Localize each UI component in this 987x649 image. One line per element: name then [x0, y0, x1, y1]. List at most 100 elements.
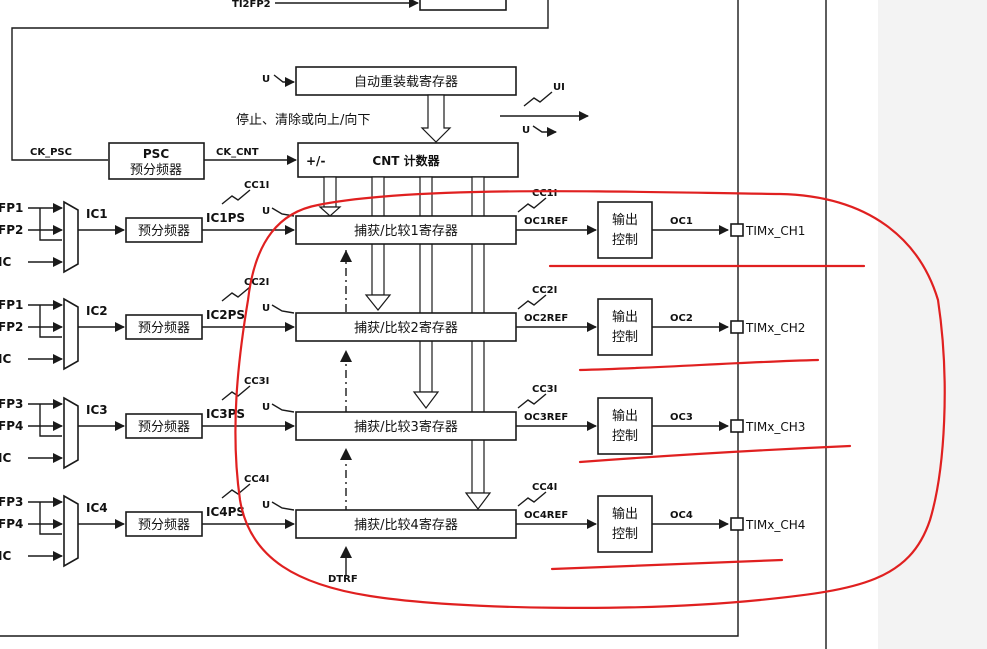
ic-label: IC3	[86, 403, 108, 417]
input-label: IC	[0, 255, 11, 269]
frame-line	[0, 0, 739, 637]
pin-label: TIMx_CH2	[745, 321, 805, 335]
icps-label: IC3PS	[206, 407, 245, 421]
u-arrow	[271, 304, 295, 314]
input-label: IC	[0, 352, 11, 366]
bus-ch4-arrow	[464, 492, 492, 510]
output-control-box	[597, 495, 653, 553]
cci-out-flag	[517, 197, 547, 213]
ocref-label: OC2REF	[524, 313, 568, 324]
input-mux	[63, 396, 79, 470]
ui-label: UI	[553, 82, 565, 93]
icps-label: IC1PS	[206, 211, 245, 225]
ui-u-arrow	[532, 125, 557, 137]
dtrf-label: DTRF	[328, 574, 358, 585]
pin-square	[730, 419, 744, 433]
output-control-label: 控制	[612, 527, 638, 542]
input-label: FP3	[0, 397, 23, 411]
bus-ch3	[419, 176, 433, 393]
pin-square	[730, 320, 744, 334]
u-arrow	[271, 501, 295, 511]
psc-label: PSC	[143, 147, 169, 161]
cnt-counter-box	[297, 142, 519, 178]
cross-wire	[39, 208, 62, 241]
ic-label: IC4	[86, 501, 108, 515]
output-control-label: 控制	[612, 429, 638, 444]
u-label: U	[262, 74, 270, 85]
output-control-label: 输出	[612, 506, 638, 522]
cci-flag	[221, 483, 251, 499]
cci-out-label: CC1I	[532, 188, 557, 199]
cnt-label: CNT 计数器	[372, 153, 440, 168]
ocref-label: OC1REF	[524, 216, 568, 227]
input-label: FP3	[0, 495, 23, 509]
input-label: FP4	[0, 419, 23, 433]
output-control-box	[597, 397, 653, 455]
input-label: FP1	[0, 298, 23, 312]
input-label: IC	[0, 549, 11, 563]
output-control-label: 控制	[612, 330, 638, 345]
u-label: U	[262, 206, 270, 217]
ui-flag	[523, 91, 553, 107]
cci-label: CC3I	[244, 376, 269, 387]
cci-out-flag	[517, 294, 547, 310]
cci-flag	[221, 286, 251, 302]
auto-reload-label: 自动重装载寄存器	[354, 74, 458, 90]
u-label: U	[262, 402, 270, 413]
pin-square	[730, 223, 744, 237]
up-arrow	[340, 448, 352, 460]
top-feedback-line	[11, 0, 549, 161]
u-arrow	[273, 74, 295, 87]
ocref-label: OC3REF	[524, 412, 568, 423]
cross-wire	[39, 502, 62, 535]
u-label: U	[262, 303, 270, 314]
ck-cnt-label: CK_CNT	[216, 147, 259, 158]
up-arrow	[340, 250, 352, 262]
cci-out-label: CC2I	[532, 285, 557, 296]
prescaler-label: 预分频器	[138, 321, 190, 336]
u-label: U	[262, 500, 270, 511]
ck-psc-label: CK_PSC	[30, 147, 72, 158]
register-label: 捕获/比较2寄存器	[354, 320, 458, 336]
u-arrow	[271, 403, 295, 413]
output-control-label: 输出	[612, 408, 638, 424]
pin-label: TIMx_CH3	[745, 420, 805, 434]
oc-label: OC4	[670, 510, 693, 521]
red-underline-4	[550, 558, 784, 571]
cross-wire	[39, 404, 62, 437]
capture-compare-register	[295, 411, 517, 441]
output-control-label: 输出	[612, 212, 638, 228]
input-label: FP2	[0, 320, 23, 334]
capture-compare-register	[295, 509, 517, 539]
cci-out-flag	[517, 491, 547, 507]
output-control-box	[597, 298, 653, 356]
stop-clear-text: 停止、清除或向上/向下	[236, 112, 370, 128]
cci-label: CC4I	[244, 474, 269, 485]
pin-square	[730, 517, 744, 531]
input-mux	[63, 494, 79, 568]
cci-flag	[221, 189, 251, 205]
pin-label: TIMx_CH1	[745, 224, 805, 238]
input-mux	[63, 200, 79, 274]
auto-reload-register	[295, 66, 517, 96]
prescaler-label: 预分频器	[138, 420, 190, 435]
input-label: FP2	[0, 223, 23, 237]
input-label: FP1	[0, 201, 23, 215]
input-label: FP4	[0, 517, 23, 531]
reload-to-cnt-bus	[420, 94, 452, 143]
register-label: 捕获/比较1寄存器	[354, 223, 458, 239]
icps-label: IC2PS	[206, 308, 245, 322]
cci-label: CC1I	[244, 180, 269, 191]
register-label: 捕获/比较4寄存器	[354, 517, 458, 533]
output-control-box	[597, 201, 653, 259]
ui-u-label: U	[522, 125, 530, 136]
red-underline-2	[578, 358, 820, 372]
cci-out-label: CC4I	[532, 482, 557, 493]
register-label: 捕获/比较3寄存器	[354, 419, 458, 435]
cross-wire	[39, 305, 62, 338]
red-underline-3	[578, 444, 852, 464]
oc-label: OC1	[670, 216, 693, 227]
ti2fp2-label: TI2FP2	[232, 0, 271, 10]
input-label: IC	[0, 451, 11, 465]
